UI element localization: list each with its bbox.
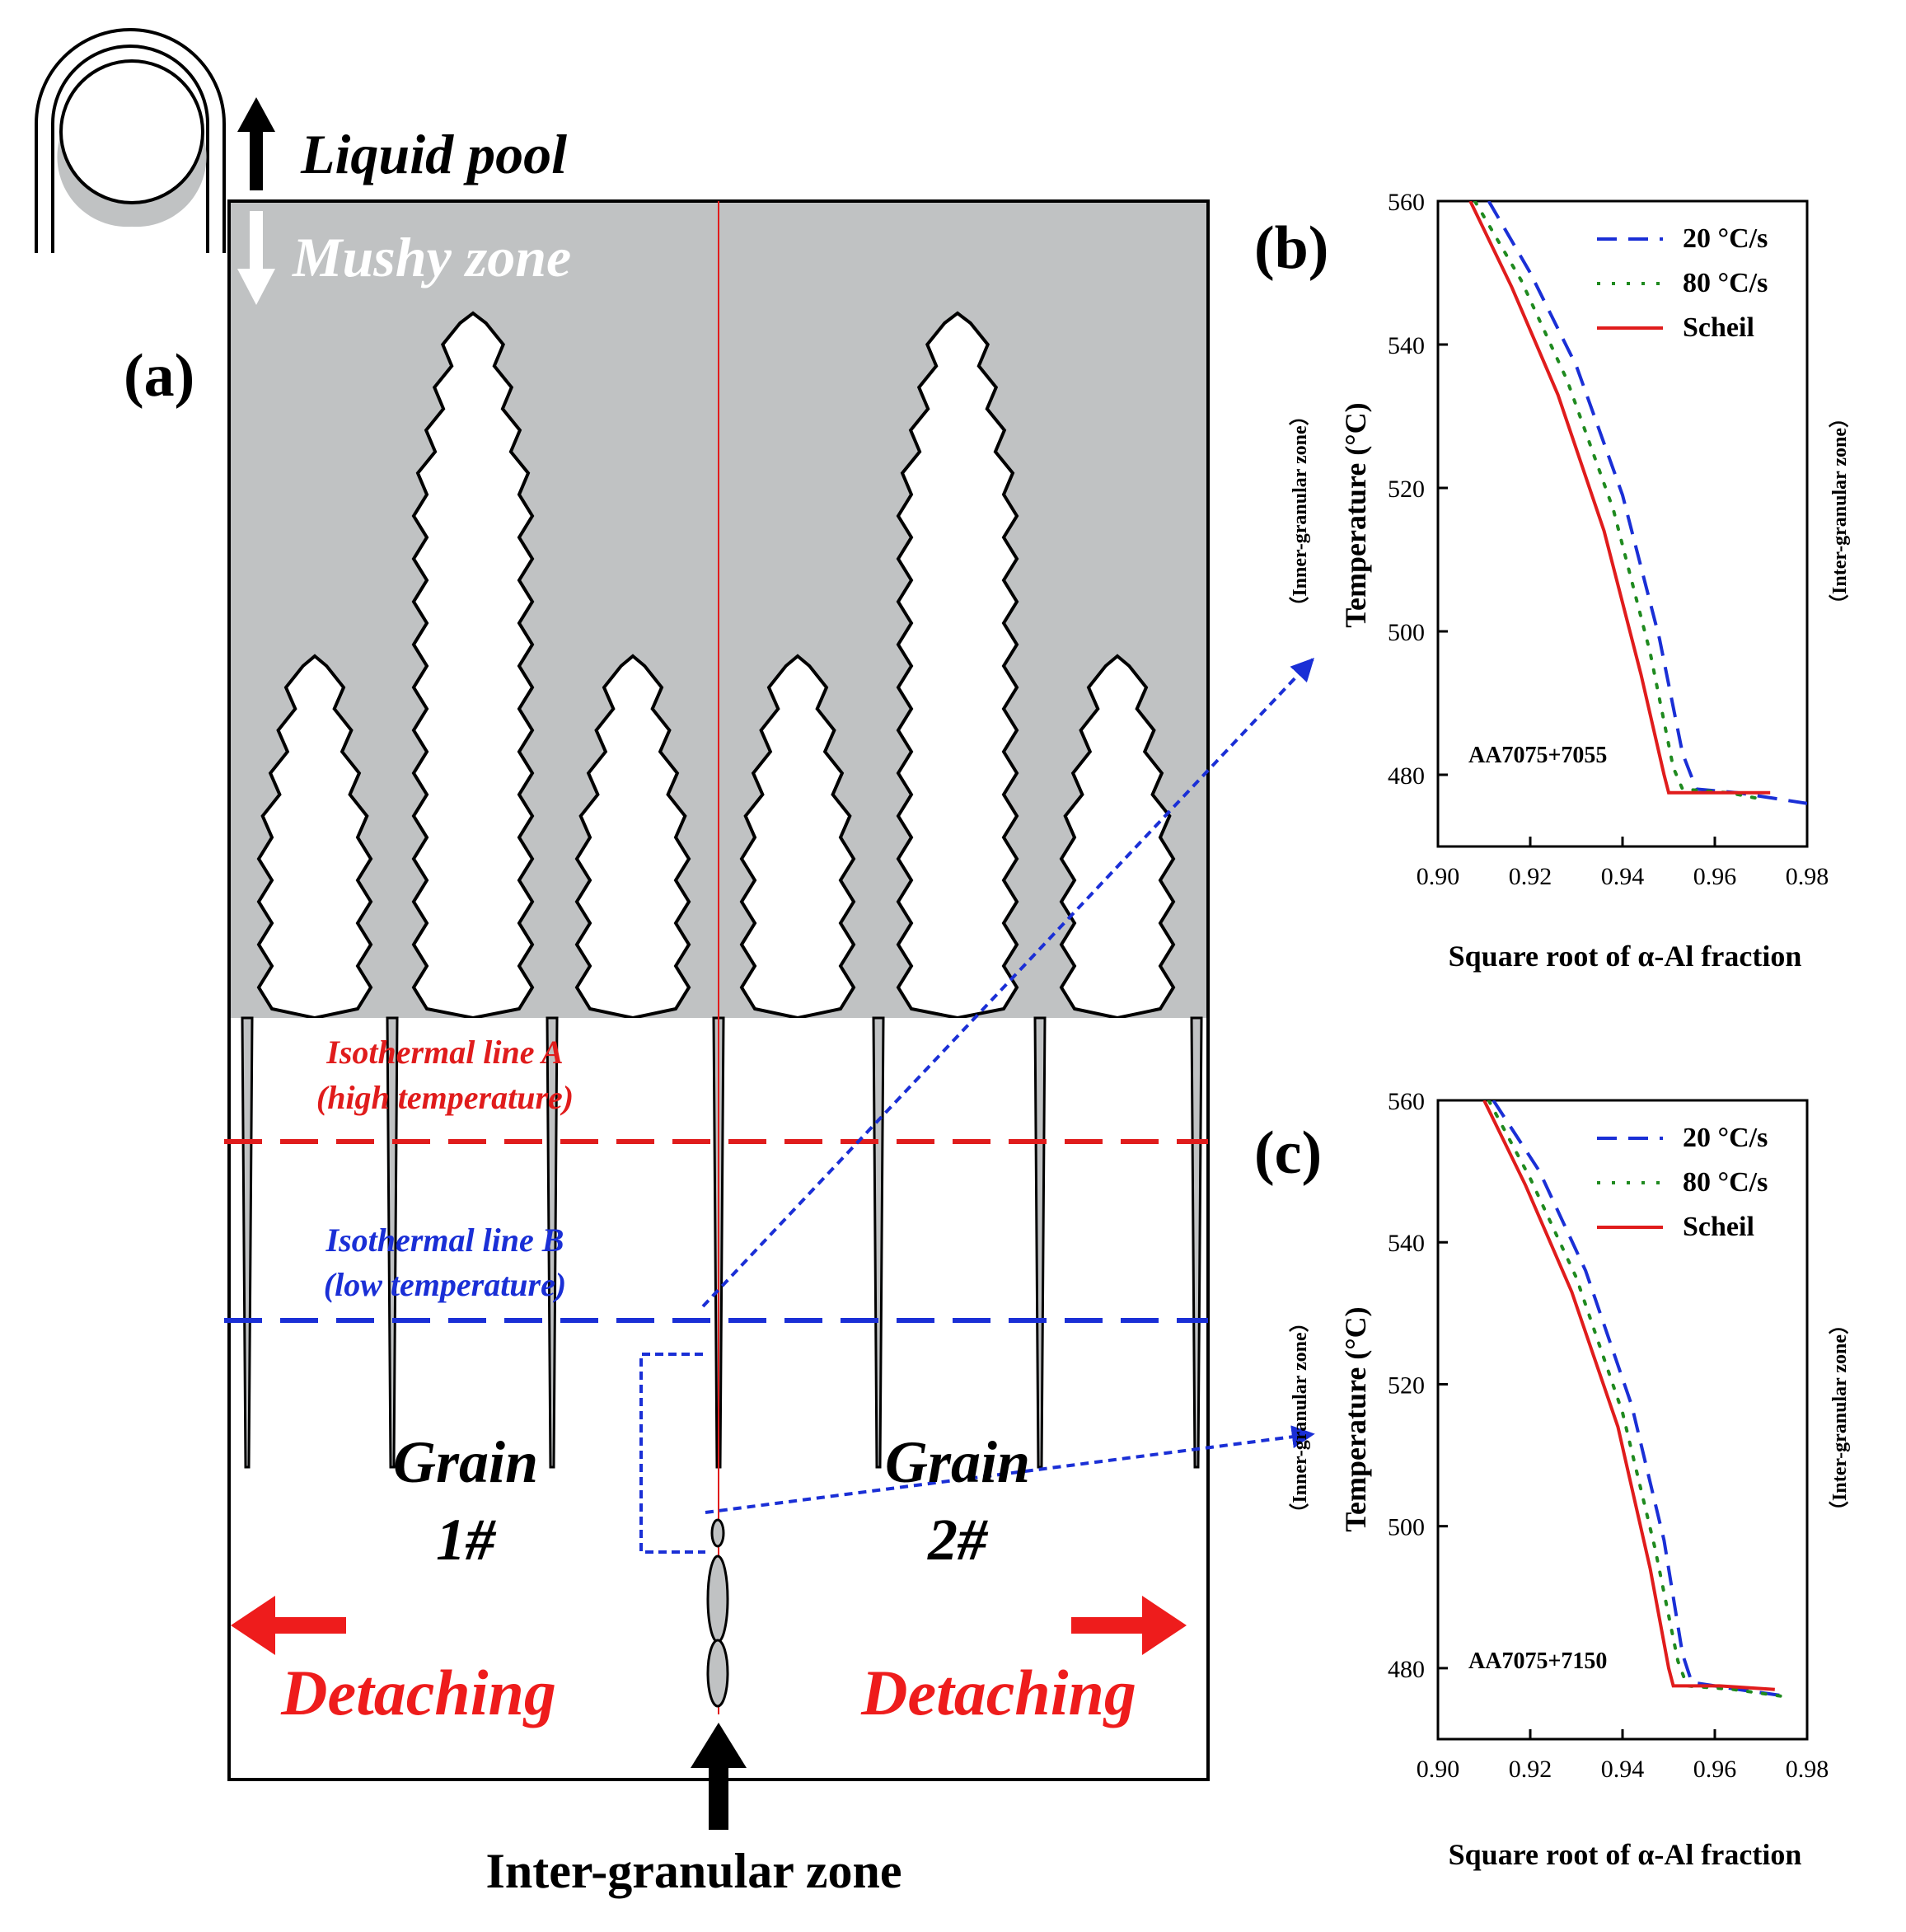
x-tick-label: 0.90 [1417, 1756, 1460, 1783]
grain-2-word: Grain [885, 1429, 1030, 1495]
y-tick-label: 540 [1388, 1230, 1425, 1257]
liquid-pool-label: Liquid pool [300, 123, 567, 185]
x-tick-label: 0.92 [1509, 1756, 1552, 1783]
x-tick-label: 0.98 [1786, 863, 1829, 890]
series-line [1487, 201, 1807, 805]
y-tick-label: 480 [1388, 1656, 1425, 1683]
panel-b-ylabel: Temperature (°C) [1339, 402, 1372, 627]
panel-c-ticks: 0.90 0.92 0.94 0.96 0.98 480 500 520 540 560 [1388, 1088, 1829, 1783]
grain-1-number: 1# [436, 1507, 497, 1573]
y-tick-label: 520 [1388, 476, 1425, 503]
isotherm-b-label-1: Isothermal line B [325, 1222, 564, 1259]
callout-arrow-b [701, 657, 1314, 1308]
isotherm-a-label-2: (high temperature) [316, 1079, 574, 1116]
isotherm-a-label-1: Isothermal line A [325, 1034, 563, 1071]
legend-label: 80 °C/s [1683, 268, 1768, 298]
x-tick-label: 0.98 [1786, 1756, 1829, 1783]
panel-c-series [1482, 1100, 1789, 1699]
panel-c-ylabel: Temperature (°C) [1339, 1306, 1372, 1531]
panel-c-zone-left: （Inner-granular zone） [1289, 1312, 1311, 1522]
liquid-channel [1190, 1016, 1203, 1469]
panel-b-xlabel: Square root of α-Al fraction [1449, 940, 1802, 973]
panel-b-label: (b) [1254, 214, 1328, 282]
liquid-channel [1033, 1016, 1047, 1469]
legend-label: 20 °C/s [1683, 1123, 1768, 1153]
panel-c-label: (c) [1254, 1119, 1322, 1187]
detaching-right-label: Detaching [860, 1657, 1136, 1728]
y-tick-label: 500 [1388, 619, 1425, 646]
series-line [1487, 1100, 1786, 1699]
series-line [1468, 201, 1771, 795]
mushy-zone-label: Mushy zone [292, 226, 571, 288]
panel-b-zone-left: （Inner-granular zone） [1289, 406, 1311, 616]
y-tick-label: 480 [1388, 762, 1425, 790]
panel-b-annotation: AA7075+7055 [1468, 743, 1607, 768]
y-tick-label: 540 [1388, 332, 1425, 359]
liquid-channel [546, 1016, 559, 1469]
x-tick-label: 0.96 [1693, 863, 1737, 890]
panel-c-annotation: AA7075+7150 [1468, 1648, 1607, 1674]
series-line [1492, 1100, 1789, 1699]
roll-icon [35, 28, 226, 253]
x-tick-label: 0.96 [1693, 1756, 1737, 1783]
panel-b-zone-right: （Inter-granular zone） [1829, 408, 1851, 614]
liquid-channel [241, 1016, 254, 1469]
mushy-zone-arrow [237, 211, 275, 305]
legend-label: 20 °C/s [1683, 223, 1768, 254]
grain-1-word: Grain [393, 1429, 538, 1495]
intergranular-droplets [706, 1518, 729, 1708]
liquid-channel [872, 1016, 885, 1469]
intergranular-zone-label: Inter-granular zone [486, 1844, 902, 1898]
liquid-pool-arrow [237, 97, 275, 190]
series-line [1482, 1100, 1775, 1691]
isotherm-b-label-2: (low temperature) [324, 1266, 566, 1303]
grain-2-number: 2# [927, 1507, 989, 1573]
x-tick-label: 0.94 [1601, 863, 1645, 890]
panel-a: (a) Liquid pool Mushy zone Isothermal li… [35, 28, 1315, 1898]
intergranular-arrow [691, 1723, 747, 1830]
panel-b-series [1468, 201, 1807, 805]
detaching-left-label: Detaching [280, 1657, 556, 1728]
legend-label: Scheil [1683, 312, 1754, 343]
panel-b-ticks: 0.90 0.92 0.94 0.96 0.98 480 500 520 540 560 [1388, 189, 1829, 890]
x-tick-label: 0.90 [1417, 863, 1460, 890]
detaching-arrow-left [231, 1596, 346, 1655]
panel-a-label: (a) [124, 342, 194, 410]
panel-c-zone-right: （Inter-granular zone） [1829, 1315, 1851, 1521]
detaching-arrow-right [1071, 1596, 1187, 1655]
x-tick-label: 0.94 [1601, 1756, 1645, 1783]
legend-label: 80 °C/s [1683, 1167, 1768, 1198]
liquid-channel [386, 1016, 399, 1469]
panel-c-xlabel: Square root of α-Al fraction [1449, 1838, 1802, 1871]
legend-label: Scheil [1683, 1212, 1754, 1242]
x-tick-label: 0.92 [1509, 863, 1552, 890]
y-tick-label: 560 [1388, 1088, 1425, 1115]
callout-arrow-c [705, 1425, 1315, 1514]
y-tick-label: 520 [1388, 1372, 1425, 1399]
y-tick-label: 560 [1388, 189, 1425, 216]
y-tick-label: 500 [1388, 1514, 1425, 1541]
callout-box [639, 1353, 705, 1554]
